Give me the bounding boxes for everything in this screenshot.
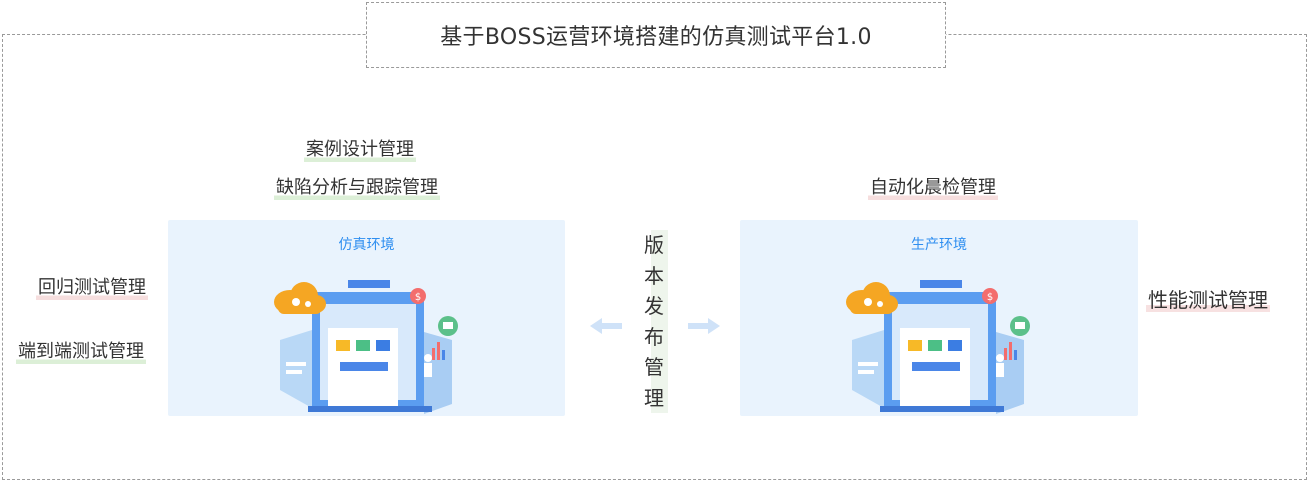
- simulation-env-title: 仿真环境: [338, 237, 395, 253]
- release-char: 发: [644, 294, 664, 318]
- release-management-label: 版 本 发 布 管 理: [640, 230, 668, 413]
- page-title: 基于BOSS运营环境搭建的仿真测试平台1.0: [366, 2, 946, 68]
- right-arrow-icon: [688, 318, 720, 334]
- page-title-text: 基于BOSS运营环境搭建的仿真测试平台1.0: [440, 25, 872, 50]
- release-char: 本: [644, 263, 664, 288]
- label-case-design: 案例设计管理: [304, 138, 416, 162]
- cloud-gear-icon: [274, 282, 326, 314]
- release-char: 布: [644, 324, 664, 349]
- production-env-panel: 生产环境 $: [740, 220, 1138, 416]
- production-env-title: 生产环境: [911, 237, 967, 253]
- label-e2e-test: 端到端测试管理: [16, 340, 146, 364]
- simulation-env-panel: 仿真环境 $: [168, 220, 565, 416]
- release-char: 版: [644, 233, 664, 257]
- release-char: 理: [644, 385, 664, 410]
- svg-text:$: $: [415, 292, 421, 303]
- release-char: 管: [644, 355, 664, 379]
- label-defect-tracking: 缺陷分析与跟踪管理: [274, 176, 440, 200]
- cart-icon: [438, 316, 458, 336]
- label-regression-test: 回归测试管理: [36, 276, 148, 300]
- left-arrow-icon: [590, 318, 622, 334]
- cloud-gear-icon: [846, 282, 898, 314]
- dollar-coin-icon: $: [410, 288, 426, 304]
- label-performance-test: 性能测试管理: [1146, 288, 1270, 312]
- cart-icon: [1010, 316, 1030, 336]
- server-illustration: $: [846, 280, 1030, 414]
- svg-text:$: $: [987, 292, 993, 303]
- label-auto-morning-check: 自动化晨检管理: [868, 176, 998, 200]
- dollar-coin-icon: $: [982, 288, 998, 304]
- server-illustration: $: [274, 280, 458, 414]
